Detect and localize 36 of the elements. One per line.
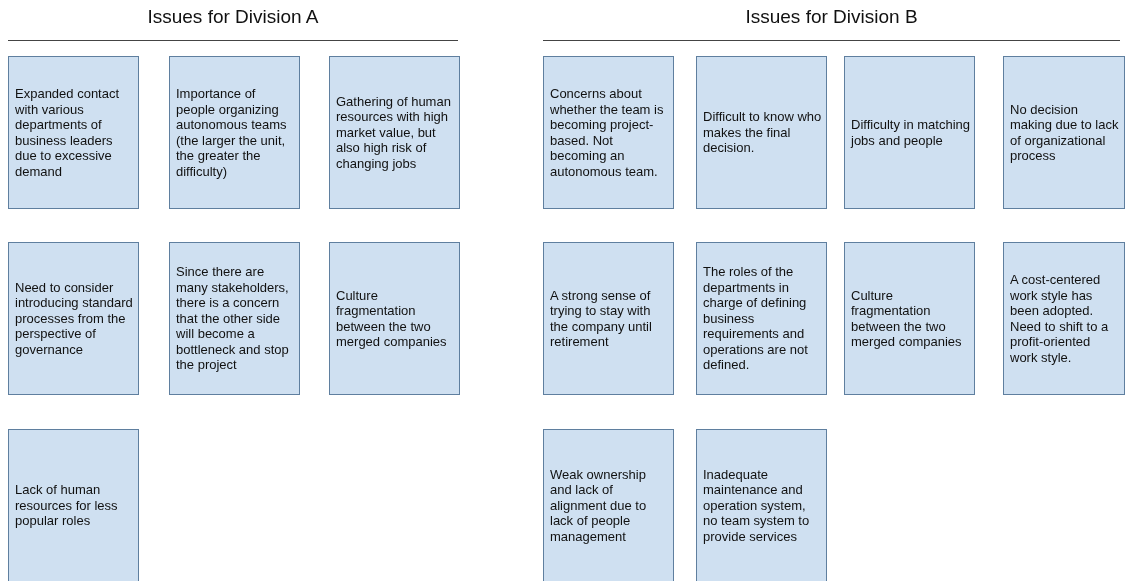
issue-card: [8, 242, 139, 395]
issue-text: Culture fragmentation between the two merged companies: [336, 287, 448, 350]
issue-card: [8, 56, 139, 209]
section-heading: Issues for Division B: [744, 6, 919, 28]
issue-card: [543, 242, 674, 395]
issue-card: [543, 56, 674, 209]
issue-text: No decision making due to lack of organizational process: [1010, 101, 1120, 164]
issue-text: Inadequate maintenance and operation system, no team system to provide services: [703, 466, 811, 545]
issue-text: Since there are many stakeholders, there is a concern that the other side will become a bottleneck and stop the project: [176, 264, 290, 373]
issue-text: Difficult to know who makes the final decision.: [703, 109, 822, 156]
issue-card: [169, 242, 300, 395]
issue-card: [169, 56, 300, 209]
issue-card: [329, 242, 460, 395]
issue-text: Weak ownership and lack of alignment due to lack of people management: [550, 466, 648, 545]
issue-card: [1003, 56, 1125, 209]
issue-card: [696, 242, 827, 395]
issue-text: Gathering of human resources with high market value, but also high risk of changing jobs: [336, 93, 452, 172]
issue-text: Lack of human resources for less popular roles: [15, 482, 119, 529]
issue-text: A strong sense of trying to stay with the company until retirement: [550, 287, 653, 350]
issue-text: A cost-centered work style has been adopted. Need to shift to a profit-oriented work style.: [1010, 272, 1110, 365]
issue-card: [844, 242, 975, 395]
issue-text: Expanded contact with various departments of business leaders due to excessive demand: [15, 86, 121, 179]
issue-text: Need to consider introducing standard processes from the perspective of governance: [15, 279, 134, 358]
issue-card: [329, 56, 460, 209]
issue-text: Concerns about whether the team is becoming project-based. Not becoming an autonomous team.: [550, 86, 665, 179]
issue-card: [696, 56, 827, 209]
issue-text: Difficulty in matching jobs and people: [851, 117, 970, 148]
issue-text: Culture fragmentation between the two merged companies: [851, 287, 963, 350]
issue-card: [543, 429, 674, 581]
issue-card: [696, 429, 827, 581]
issue-card: [8, 429, 139, 581]
issue-text: The roles of the departments in charge of defining business requirements and operations are not defined.: [703, 264, 809, 373]
issue-card: [844, 56, 975, 209]
section-heading: Issues for Division A: [146, 6, 320, 28]
issue-card: [1003, 242, 1125, 395]
issue-text: Importance of people organizing autonomous teams (the larger the unit, the greater the difficulty): [176, 86, 288, 179]
